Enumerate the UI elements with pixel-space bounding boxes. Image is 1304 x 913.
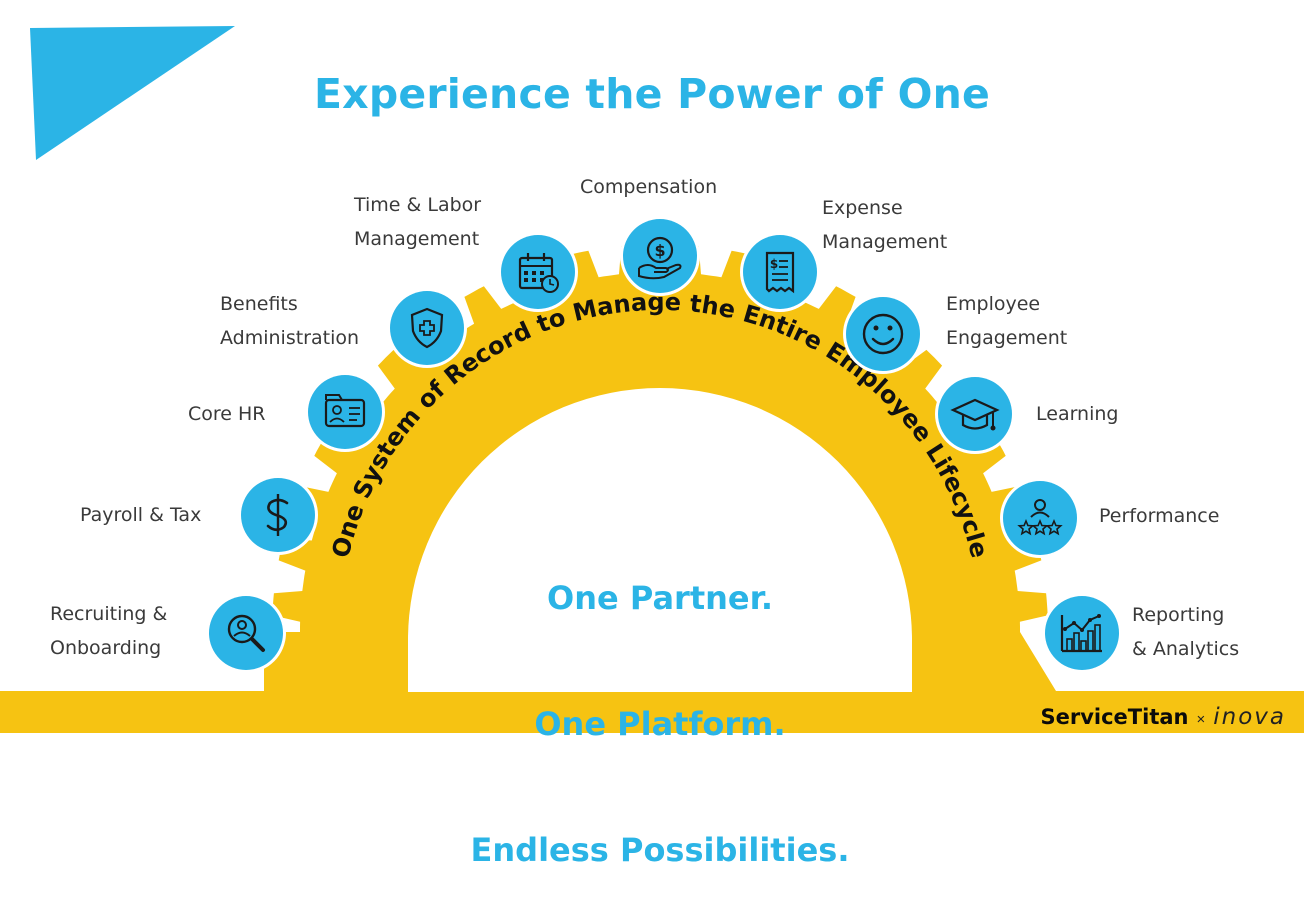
module-label-6: Expense Management bbox=[822, 197, 948, 253]
module-node-4 bbox=[498, 232, 578, 312]
brand-lockup: ServiceTitan × inova bbox=[1041, 704, 1287, 732]
corner-triangle-decoration bbox=[30, 26, 235, 160]
smiley-icon bbox=[862, 313, 904, 355]
slide-title: Experience the Power of One bbox=[313, 70, 991, 118]
module-label-7: Employee Engagement bbox=[946, 293, 1068, 349]
module-label-10: Reporting & Analytics bbox=[1132, 604, 1240, 660]
lifecycle-diagram: One System of Record to Manage the Entir… bbox=[206, 216, 1122, 692]
servicetitan-logo: ServiceTitan bbox=[1040, 705, 1189, 729]
center-line-possibilities: Endless Possibilities. bbox=[470, 831, 850, 869]
brand-separator: × bbox=[1196, 711, 1206, 728]
module-node-2 bbox=[305, 372, 385, 452]
center-tagline: One Partner. One Platform. Endless Possi… bbox=[430, 493, 890, 913]
module-node-9 bbox=[1000, 478, 1080, 558]
analytics-chart-icon bbox=[1060, 614, 1102, 653]
module-label-9: Performance bbox=[1099, 505, 1220, 527]
module-label-4: Time & Labor Management bbox=[354, 194, 482, 250]
inner-white-arch bbox=[408, 388, 912, 692]
module-label-3: Benefits Administration bbox=[220, 293, 360, 349]
receipt-icon: $ bbox=[765, 251, 795, 294]
module-label-5: Compensation bbox=[580, 176, 718, 198]
module-node-8 bbox=[935, 374, 1015, 454]
svg-text:$: $ bbox=[770, 257, 778, 271]
module-node-0 bbox=[206, 593, 286, 673]
module-node-3 bbox=[387, 288, 467, 368]
hand-coin-icon: $ bbox=[638, 236, 682, 280]
footer-bar bbox=[0, 691, 1304, 733]
center-line-platform: One Platform. bbox=[534, 705, 786, 743]
star-rating-icon bbox=[1017, 499, 1063, 536]
module-label-1: Payroll & Tax bbox=[80, 504, 202, 526]
dollar-icon bbox=[266, 494, 289, 536]
center-line-partner: One Partner. bbox=[547, 579, 773, 617]
recruiting-search-icon bbox=[227, 614, 265, 652]
id-card-icon bbox=[324, 394, 366, 428]
graduation-cap-icon bbox=[950, 398, 1000, 431]
module-node-6: $ bbox=[740, 232, 820, 312]
module-node-5: $ bbox=[620, 216, 700, 296]
shield-plus-icon bbox=[410, 307, 444, 349]
inova-logo: inova bbox=[1213, 704, 1286, 730]
module-label-8: Learning bbox=[1036, 403, 1119, 425]
module-label-2: Core HR bbox=[188, 403, 266, 425]
module-node-10 bbox=[1042, 593, 1122, 673]
module-label-0: Recruiting & Onboarding bbox=[50, 603, 168, 659]
calendar-clock-icon bbox=[518, 253, 559, 293]
svg-text:$: $ bbox=[654, 241, 665, 260]
module-node-7 bbox=[843, 294, 923, 374]
module-node-1 bbox=[238, 475, 318, 555]
